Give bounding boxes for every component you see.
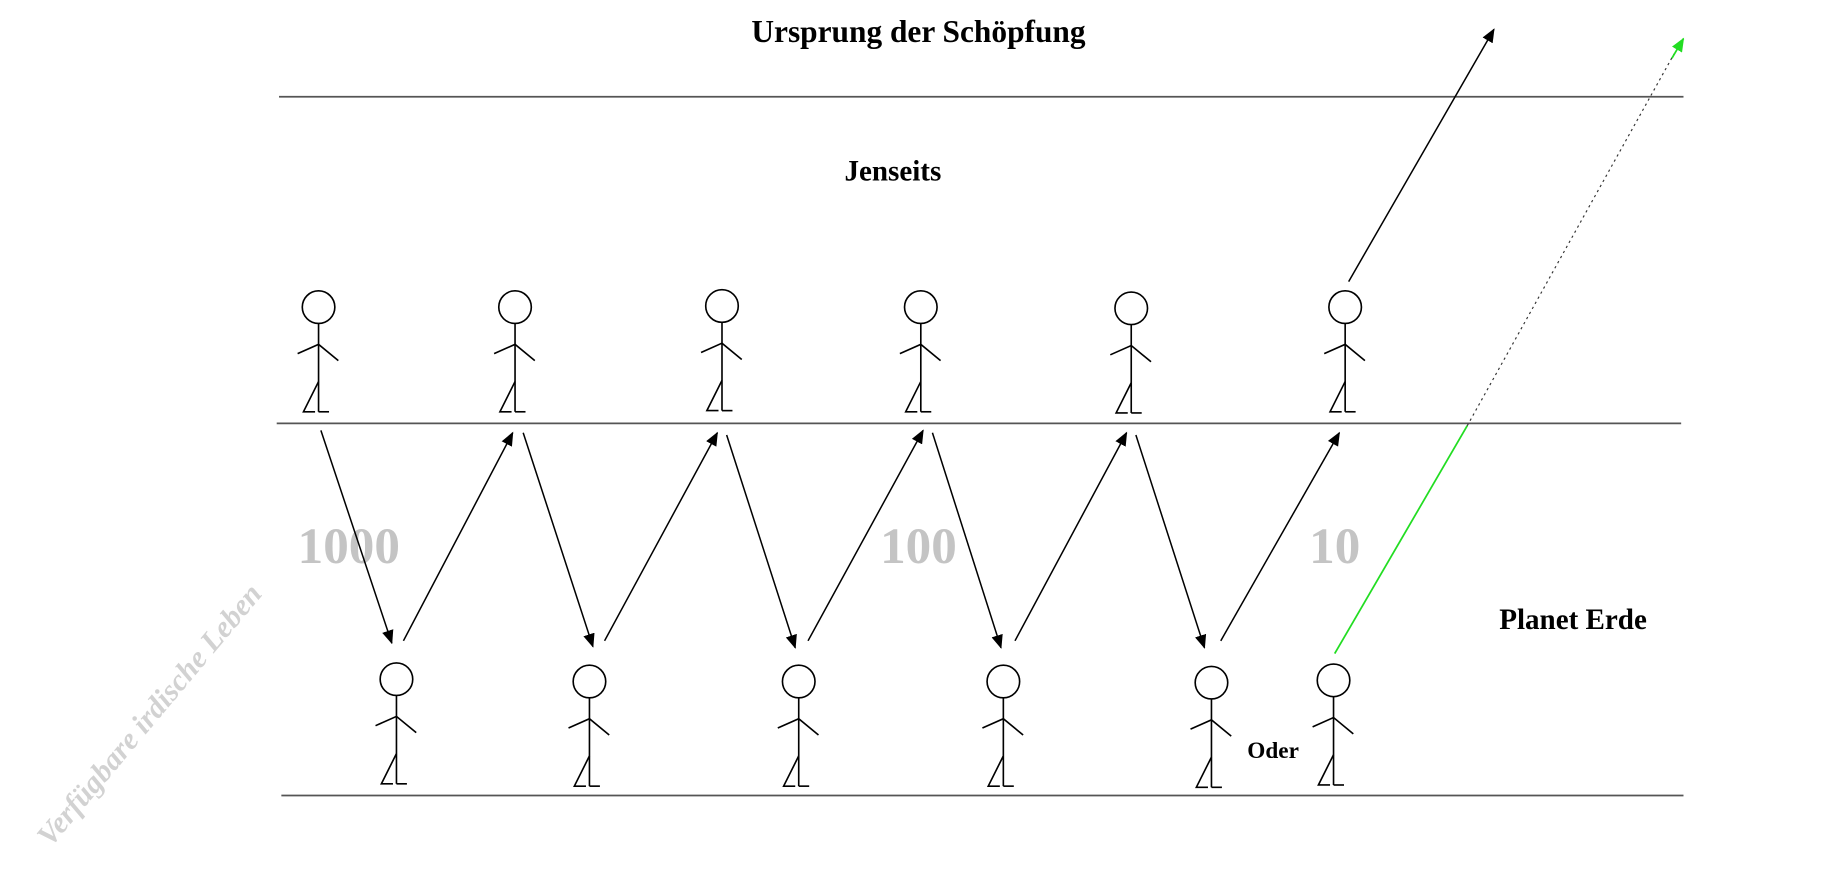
human-figure-earth-5 [1190, 665, 1232, 789]
left-leg [904, 381, 922, 413]
or-label: Oder [1247, 738, 1299, 764]
head [301, 290, 336, 325]
head [903, 290, 938, 325]
incarnation-arrow [725, 434, 797, 649]
head [497, 290, 533, 325]
soul-figure-beyond-2 [493, 290, 536, 413]
left-leg [302, 381, 320, 413]
incarnation-arrow [522, 432, 595, 648]
head [1328, 290, 1363, 325]
arms [899, 343, 942, 362]
soul-figure-beyond-6 [1323, 290, 1366, 413]
return-arrow [807, 429, 924, 642]
arms [1190, 718, 1232, 737]
left-leg [986, 755, 1005, 787]
arms [1323, 343, 1366, 362]
arms [982, 717, 1024, 736]
green-ascension-arrow [1333, 425, 1468, 655]
left-leg [1114, 382, 1132, 414]
arms [1109, 344, 1152, 363]
human-figure-earth-6 [1312, 663, 1354, 786]
left-leg [782, 755, 800, 787]
count-10: 10 [1309, 518, 1360, 575]
incarnation-arrow [320, 430, 394, 645]
human-figure-earth-1 [375, 662, 417, 785]
beyond-label: Jenseits [844, 155, 941, 187]
arms [700, 342, 743, 361]
green-arrowhead-segment [1671, 37, 1685, 59]
head [986, 664, 1021, 699]
head [704, 288, 740, 324]
head [572, 664, 607, 699]
watermark: Verfügbare irdische Leben [30, 577, 269, 852]
ascension-arrow [1347, 28, 1495, 282]
incarnation-arrow [1135, 434, 1207, 649]
head [1316, 663, 1351, 698]
arms [777, 717, 820, 736]
left-leg [1328, 381, 1346, 413]
head [379, 662, 414, 697]
left-leg [1317, 754, 1335, 786]
human-figure-earth-2 [568, 664, 610, 787]
count-1000: 1000 [298, 518, 400, 575]
left-leg [380, 753, 398, 785]
head [1194, 665, 1229, 700]
soul-figure-beyond-4 [899, 290, 942, 413]
arms [297, 343, 339, 362]
arms [568, 717, 610, 736]
left-leg [1195, 756, 1213, 789]
return-arrow [1014, 431, 1128, 642]
head [781, 664, 816, 699]
arms [493, 343, 536, 362]
left-leg [573, 755, 591, 787]
head [1114, 291, 1149, 326]
soul-figure-beyond-3 [700, 288, 743, 412]
earth-label: Planet Erde [1499, 604, 1647, 636]
incarnation-arrow [931, 432, 1003, 649]
arms [375, 715, 417, 734]
return-arrow [402, 431, 514, 642]
origin-label: Ursprung der Schöpfung [751, 14, 1085, 49]
human-figure-earth-3 [777, 664, 820, 787]
left-leg [705, 380, 723, 412]
arms [1312, 716, 1354, 735]
left-leg [498, 381, 516, 413]
soul-figure-beyond-5 [1109, 291, 1152, 414]
return-arrow [1220, 431, 1341, 642]
dotted-ascension-line [1466, 53, 1675, 427]
count-100: 100 [880, 518, 957, 575]
human-figure-earth-4 [982, 664, 1024, 787]
soul-figure-beyond-1 [297, 290, 339, 413]
return-arrow [603, 431, 719, 642]
